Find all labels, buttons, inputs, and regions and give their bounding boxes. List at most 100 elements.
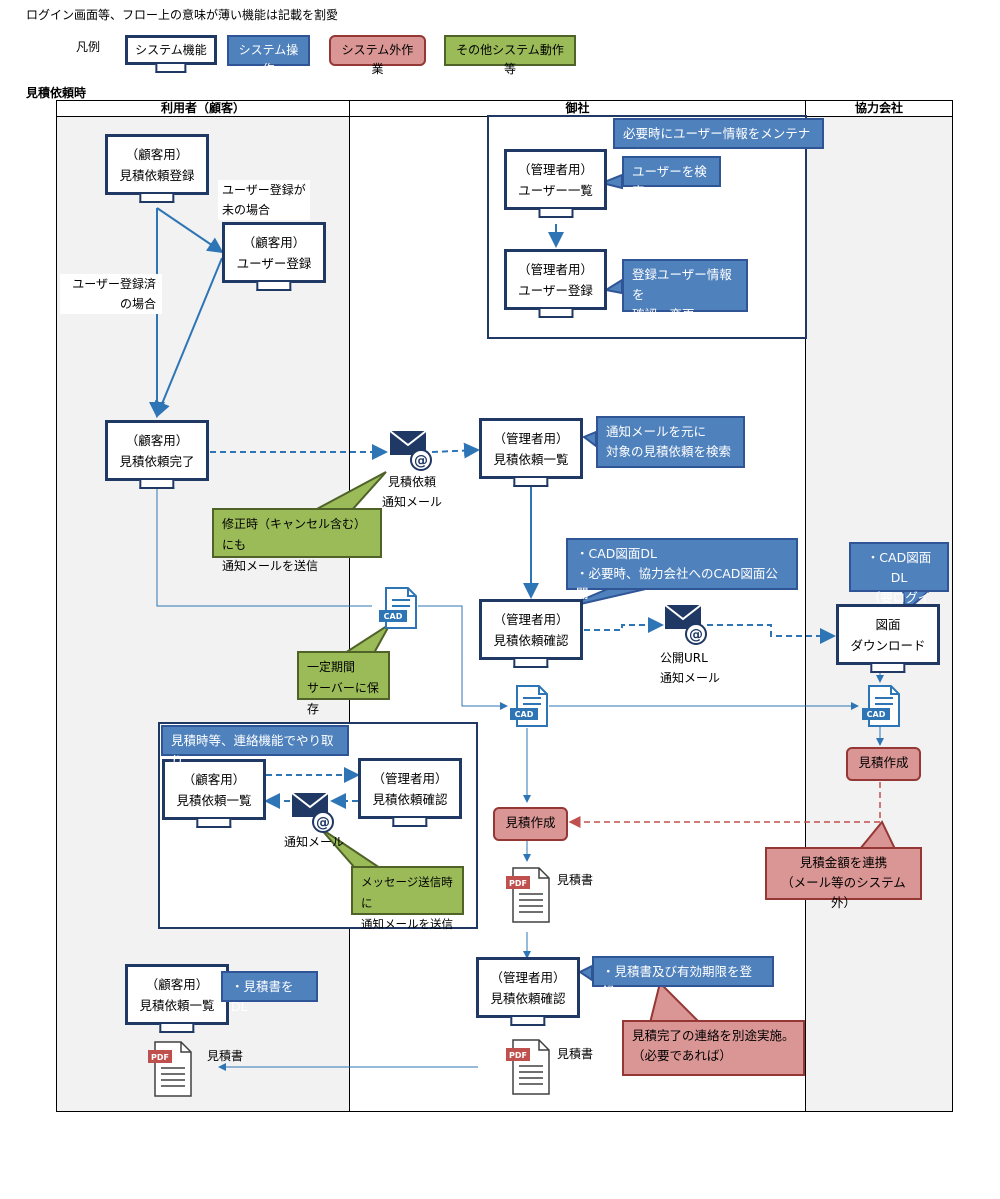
screen-cust-request-reg-display: （顧客用） 見積依頼登録 — [105, 134, 209, 195]
screen-admin-request-confirm[interactable]: （管理者用） 見積依頼確認 — [479, 599, 583, 673]
cad-label: CAD — [384, 612, 403, 621]
screen-admin-request-confirm-final[interactable]: （管理者用） 見積依頼確認 — [476, 957, 580, 1031]
cad-file-icon: CAD — [379, 587, 417, 629]
screen-partner-download[interactable]: 図面 ダウンロード — [836, 604, 940, 678]
svg-text:@: @ — [414, 453, 428, 469]
note-line-1: 登録ユーザー情報を — [632, 267, 732, 302]
monitor-stand — [159, 1024, 195, 1033]
note-message-mail: メッセージ送信時に 通知メールを送信 — [351, 866, 464, 931]
mail-icon: @ — [291, 792, 334, 833]
monitor-stand — [537, 309, 574, 318]
screen-cust-request-list-msg-display: （顧客用） 見積依頼一覧 — [162, 759, 266, 820]
note-confirm-user: 登録ユーザー情報を 確認、変更 — [622, 259, 748, 322]
screen-cust-request-list-msg[interactable]: （顧客用） 見積依頼一覧 — [162, 759, 266, 832]
header-note: ログイン画面等、フロー上の意味が薄い機能は記載を割愛 — [26, 8, 339, 22]
screen-line-1: （顧客用） — [145, 976, 209, 992]
note-keep-server: 一定期間 サーバーに保存 — [297, 651, 390, 716]
screen-admin-request-list[interactable]: （管理者用） 見積依頼一覧 — [479, 418, 583, 492]
monitor-stand — [537, 209, 574, 218]
pdf-label: PDF — [509, 1051, 527, 1060]
screen-cust-request-list-final-display: （顧客用） 見積依頼一覧 — [125, 964, 229, 1025]
note-link-amount: 見積金額を連携 （メール等のシステム外） — [765, 847, 922, 910]
note-cad-publish: ・CAD図面DL ・必要時、協力会社へのCAD図面公開 — [566, 538, 798, 601]
dashed-partner-to-company-estimate — [568, 782, 881, 828]
dashed-mail2-to-download — [707, 624, 836, 644]
note-search-user: ユーザーを検索 — [622, 156, 721, 199]
screen-line-2: ユーザー一覧 — [518, 182, 593, 198]
callout-tail-cancel-mail — [314, 471, 387, 511]
monitor-stand — [139, 480, 175, 489]
note-line-2: （必要であれば） — [632, 1048, 732, 1063]
legend-system-function: システム機能 — [125, 35, 217, 73]
screen-admin-request-confirm-msg[interactable]: （管理者用） 見積依頼確認 — [358, 758, 462, 831]
note-line-2: サーバーに保存 — [307, 681, 379, 716]
note-line-1: 修正時（キャンセル含む）にも — [222, 517, 367, 552]
cad-file-icon: CAD — [510, 685, 548, 727]
legend-monitor-stand — [155, 64, 187, 73]
label-mail-public-url: 公開URL 通知メール — [660, 648, 720, 688]
cad-label: CAD — [515, 710, 534, 719]
callout-tail-search-request — [582, 430, 597, 448]
section-title: 見積依頼時 — [26, 86, 87, 100]
mail-icon: @ — [664, 604, 707, 645]
note-download-estimate: ・見積書をDL — [221, 971, 318, 1014]
note-line-2: 対象の見積依頼を検索 — [606, 444, 732, 459]
note-line-2: 通知メールを送信 — [361, 917, 453, 931]
pdf-label: PDF — [151, 1053, 169, 1062]
note-line-2: （メール等のシステム外） — [781, 875, 906, 910]
pdf-file-icon: PDF — [148, 1041, 192, 1097]
screen-line-1: （顧客用） — [125, 146, 189, 162]
screen-cust-request-list-final[interactable]: （顧客用） 見積依頼一覧 — [125, 964, 229, 1038]
note-maintain-user: 必要時にユーザー情報をメンテナンス — [613, 118, 824, 161]
legend-other-system: その他システム動作等 — [444, 35, 576, 76]
label-line-2: 通知メール — [660, 671, 721, 685]
label-mail-request: 見積依頼 通知メール — [382, 472, 442, 512]
screen-line-2: ダウンロード — [850, 637, 926, 653]
svg-text:@: @ — [689, 627, 703, 643]
label-line-2: の場合 — [119, 297, 156, 311]
screen-admin-request-confirm-display: （管理者用） 見積依頼確認 — [479, 599, 583, 660]
screen-line-2: ユーザー登録 — [236, 255, 312, 271]
label-estimate-doc: 見積書 — [557, 1047, 594, 1061]
label-mail-notify: 通知メール — [284, 835, 345, 849]
screen-line-2: 見積依頼一覧 — [139, 997, 215, 1013]
screen-cust-request-done-display: （顧客用） 見積依頼完了 — [105, 420, 209, 481]
screen-admin-request-confirm-msg-display: （管理者用） 見積依頼確認 — [358, 758, 462, 819]
screen-cust-user-reg[interactable]: （顧客用） ユーザー登録 — [222, 222, 326, 295]
note-estimate-create-company: 見積作成 — [493, 807, 568, 841]
legend-system-function-label: システム機能 — [125, 35, 217, 65]
callout-tail-register-estimate — [578, 964, 593, 982]
note-line-1: 見積金額を連携 — [799, 855, 888, 870]
note-cad-dl-login: ・CAD図面DL （要ログイン） — [849, 542, 949, 625]
label-line-1: 見積依頼 — [388, 475, 437, 489]
screen-cust-request-reg[interactable]: （顧客用） 見積依頼登録 — [105, 134, 209, 208]
screen-cust-request-done[interactable]: （顧客用） 見積依頼完了 — [105, 420, 209, 494]
cad-label: CAD — [867, 710, 886, 719]
note-line-1: ・CAD図面DL — [576, 546, 657, 561]
screen-line-2: 見積依頼確認 — [493, 632, 569, 648]
svg-text:@: @ — [316, 815, 330, 831]
note-register-estimate: ・見積書及び有効期限を登録 — [592, 956, 774, 999]
swimlane-frame — [56, 100, 953, 1112]
user-maintenance-group — [487, 115, 807, 339]
label-estimate-doc: 見積書 — [207, 1049, 244, 1063]
screen-line-1: 図面 — [875, 616, 901, 632]
pdf-file-icon: PDF — [506, 1039, 550, 1095]
arrow-request-to-userreg — [156, 207, 224, 254]
screen-line-2: 見積依頼完了 — [119, 453, 195, 469]
dashed-confirm-to-mail2 — [584, 617, 664, 633]
monitor-stand — [513, 478, 549, 487]
note-line-1: 一定期間 — [307, 660, 356, 674]
screen-admin-user-list[interactable]: （管理者用） ユーザー一覧 — [504, 149, 607, 223]
dashed-mail-to-adminlist — [431, 442, 480, 459]
screen-line-1: （顧客用） — [182, 771, 246, 787]
monitor-stand — [196, 819, 232, 828]
lane-divider-2 — [805, 100, 806, 1112]
screen-admin-user-reg[interactable]: （管理者用） ユーザー登録 — [504, 249, 607, 323]
monitor-stand — [510, 1017, 546, 1026]
screen-line-2: ユーザー登録 — [518, 282, 593, 298]
screen-cust-user-reg-display: （顧客用） ユーザー登録 — [222, 222, 326, 283]
legend-system-operation: システム操作 — [227, 35, 310, 76]
note-line-2: 確認、変更 — [632, 307, 695, 322]
legend-non-system-work: システム外作業 — [329, 35, 426, 76]
